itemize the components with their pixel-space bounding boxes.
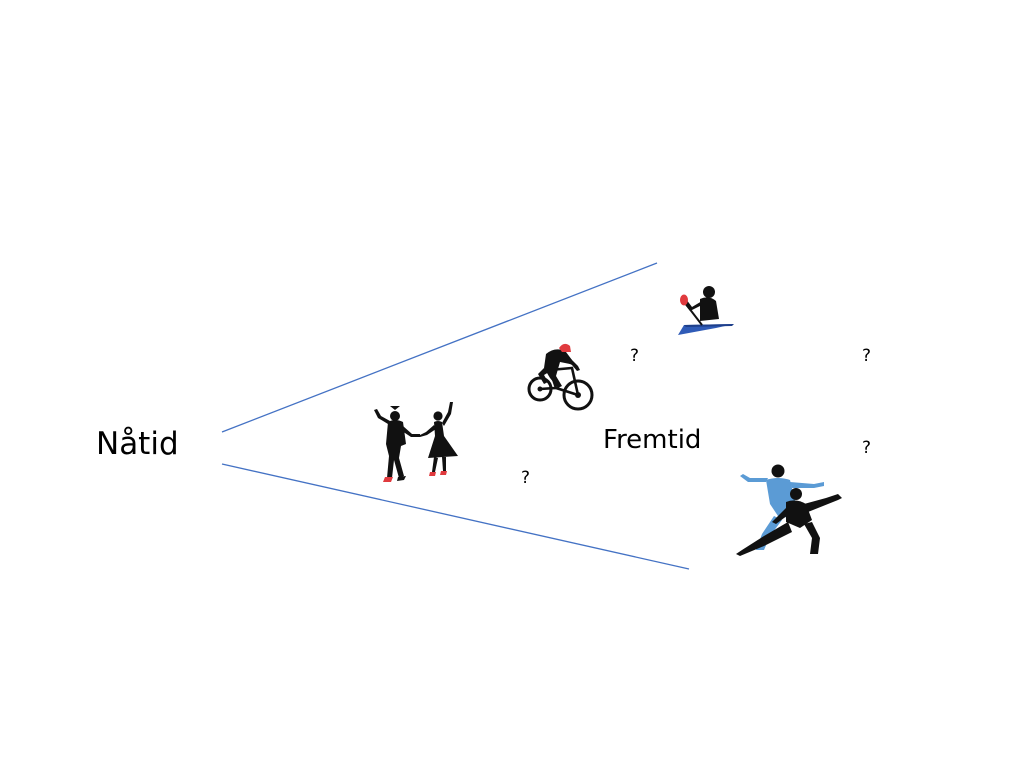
unknown-marker: ?	[862, 438, 872, 458]
kayaker-icon	[678, 286, 734, 335]
unknown-marker: ?	[630, 346, 640, 366]
cone-lower-line	[221, 463, 690, 570]
future-label: Fremtid	[603, 425, 702, 455]
cyclist-icon	[527, 343, 594, 411]
martial-arts-icon	[736, 464, 842, 556]
unknown-marker: ?	[862, 346, 872, 366]
unknown-marker: ?	[521, 468, 531, 488]
cone-upper-line	[221, 262, 658, 433]
dancing-couple-icon	[374, 402, 458, 482]
present-label: Nåtid	[96, 426, 179, 462]
